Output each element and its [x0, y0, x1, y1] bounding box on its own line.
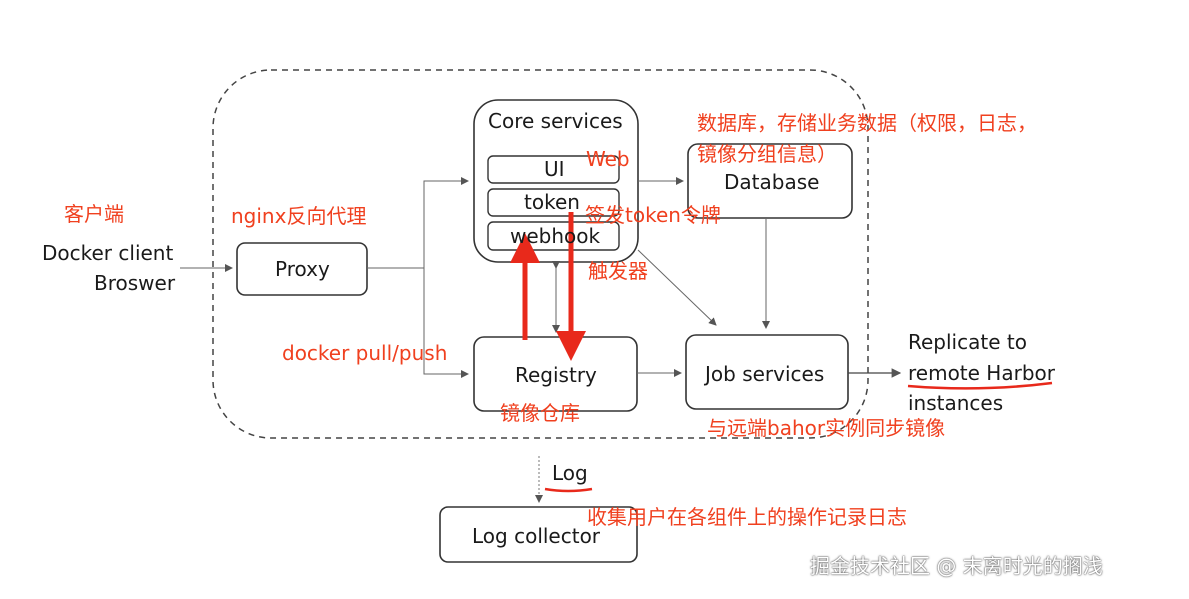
job-services-box: [685, 334, 849, 410]
annotation-web: Web: [586, 147, 630, 171]
core-services-label: Core services: [488, 109, 623, 133]
annotation-webhook: 触发器: [588, 259, 648, 283]
ui-label: UI: [544, 157, 565, 181]
replicate-label-line1: Replicate to: [908, 330, 1027, 354]
annotation-token: 签发token令牌: [585, 203, 721, 227]
proxy-label: Proxy: [275, 257, 330, 281]
registry-label: Registry: [515, 363, 597, 387]
red-underline-remote-harbor: [907, 381, 1053, 390]
red-underline-log: [544, 487, 593, 493]
database-label: Database: [724, 170, 820, 194]
core-job-arrow: [637, 249, 717, 326]
annotation-client: 客户端: [64, 202, 124, 226]
log-collector-box: [439, 506, 638, 563]
job-services-label: Job services: [705, 362, 825, 386]
token-box: [487, 188, 620, 217]
replicate-label-line2: remote Harbor: [908, 361, 1055, 385]
annotation-registry: 镜像仓库: [500, 401, 580, 425]
client-label-line2: Broswer: [94, 271, 176, 295]
annotation-docker-pull-push: docker pull/push: [282, 341, 448, 365]
proxy-registry-arrow: [423, 268, 469, 378]
annotation-proxy: nginx反向代理: [231, 204, 367, 228]
annotation-database-line1: 数据库，存储业务数据（权限，日志，: [697, 111, 1037, 135]
registry-box: [473, 336, 638, 412]
proxy-box: [236, 242, 368, 296]
log-label: Log: [552, 461, 588, 485]
token-label: token: [524, 190, 580, 214]
webhook-label: webhook: [510, 224, 601, 248]
harbor-boundary: [212, 69, 869, 439]
ui-box: [487, 155, 620, 184]
watermark: 掘金技术社区 @ 末离时光的搁浅: [810, 554, 1103, 578]
proxy-core-arrow: [367, 177, 469, 269]
annotation-job: 与远端bahor实例同步镜像: [707, 416, 946, 440]
annotation-database-line2: 镜像分组信息）: [697, 142, 837, 166]
log-collector-label: Log collector: [472, 524, 601, 548]
database-box: [687, 143, 853, 219]
annotation-log: 收集用户在各组件上的操作记录日志: [587, 505, 907, 529]
replicate-label-line3: instances: [908, 391, 1004, 415]
client-label-line1: Docker client: [42, 241, 174, 265]
